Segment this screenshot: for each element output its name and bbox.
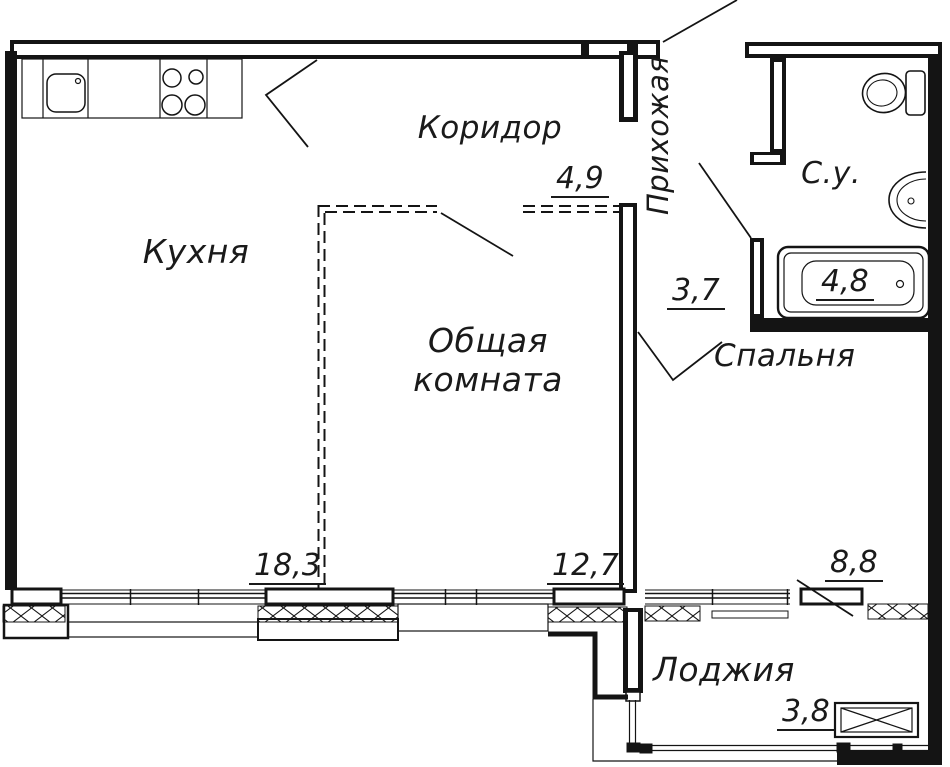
living-room-label-line2: комната bbox=[413, 360, 563, 399]
left-wall bbox=[5, 51, 17, 590]
sink-faucet-dot bbox=[74, 77, 82, 85]
living-room-area: 12,7 bbox=[547, 550, 624, 585]
kitchen-label: Кухня bbox=[142, 232, 250, 271]
crossed-box-icon bbox=[833, 701, 920, 739]
hallway-area: 3,7 bbox=[667, 275, 725, 310]
balcony-ledge-kitchen bbox=[67, 621, 259, 638]
toilet-icon bbox=[861, 70, 926, 116]
bathroom-bottom-wall bbox=[750, 318, 942, 332]
living-window bbox=[394, 589, 553, 605]
balcony-door-sill bbox=[711, 610, 789, 619]
corridor-area: 4,9 bbox=[551, 163, 609, 198]
dashed-partitions bbox=[317, 205, 619, 588]
kitchen-sink-icon bbox=[46, 73, 86, 113]
hallway-label: Прихожая bbox=[641, 55, 675, 215]
bathroom-label: С.у. bbox=[801, 156, 861, 191]
top-wall-core bbox=[14, 44, 656, 55]
bathtub-icon bbox=[776, 245, 931, 320]
bathroom-west-bend-core bbox=[754, 155, 780, 162]
bathroom-west-wall-lower-core bbox=[754, 242, 760, 314]
bathroom-door-swing bbox=[698, 162, 752, 239]
bedroom-label: Спальня bbox=[714, 338, 856, 374]
windows bbox=[2, 587, 929, 623]
stove-burners-icon bbox=[161, 68, 206, 116]
kitchen-area: 18,3 bbox=[249, 550, 326, 585]
bathroom-area: 4,8 bbox=[816, 266, 874, 301]
building-step-outline bbox=[548, 631, 628, 700]
living-room-label: Общая комната bbox=[398, 321, 578, 399]
window-pier-left bbox=[10, 587, 63, 606]
bathtub-drain-dot bbox=[895, 279, 905, 289]
kitchen-fixtures bbox=[21, 58, 243, 119]
top-wall-seam bbox=[581, 40, 589, 59]
top-wall-divider bbox=[627, 40, 638, 59]
hallway-stub-core bbox=[624, 55, 633, 117]
loggia-wall-cap bbox=[625, 691, 641, 702]
bedroom-area: 8,8 bbox=[825, 547, 883, 582]
hatch-strip-bedroom-window bbox=[644, 605, 701, 622]
interior-walls bbox=[619, 51, 786, 702]
balcony-ledge-living bbox=[397, 603, 549, 632]
loggia-label: Лоджия bbox=[653, 650, 795, 689]
glazing-post-1 bbox=[639, 743, 653, 754]
hatch-strip-bedroom-left bbox=[547, 606, 628, 623]
glazing-post-2 bbox=[836, 742, 851, 753]
loggia-bottom-wall bbox=[837, 751, 942, 765]
exterior-walls bbox=[5, 40, 942, 765]
wash-basin-icon bbox=[888, 171, 927, 229]
balcony-door-swing bbox=[796, 579, 854, 617]
loggia-glazing bbox=[626, 700, 928, 754]
bedroom-window bbox=[645, 589, 790, 605]
bedroom-opening-mark bbox=[637, 331, 723, 382]
hatch-strip-left bbox=[2, 605, 66, 623]
kitchen-window bbox=[62, 589, 265, 605]
door-swings bbox=[264, 0, 854, 617]
bathroom-west-wall-upper-core bbox=[774, 62, 782, 149]
window-pier-right bbox=[552, 587, 626, 606]
loggia-area: 3,8 bbox=[777, 696, 835, 731]
glazing-corner-post bbox=[626, 742, 641, 753]
entrance-leader-line bbox=[662, 0, 738, 43]
kitchen-opening-mark bbox=[264, 59, 318, 148]
loggia-west-wall-core bbox=[628, 612, 638, 688]
living-room-label-line1: Общая bbox=[428, 321, 548, 360]
living-bedroom-wall-core bbox=[623, 207, 633, 589]
bathroom-top-wall-core bbox=[749, 46, 938, 54]
right-wall bbox=[928, 58, 942, 753]
hatch-strip-loggia-right bbox=[867, 603, 929, 620]
balcony-slabs bbox=[2, 603, 928, 762]
glazing-post-3 bbox=[892, 743, 903, 753]
bathroom-fixtures bbox=[776, 70, 931, 320]
window-pier-center bbox=[264, 587, 395, 606]
partition-leader-line bbox=[440, 212, 514, 257]
loggia-slab-outline bbox=[592, 699, 928, 762]
corridor-label: Коридор bbox=[417, 110, 563, 146]
